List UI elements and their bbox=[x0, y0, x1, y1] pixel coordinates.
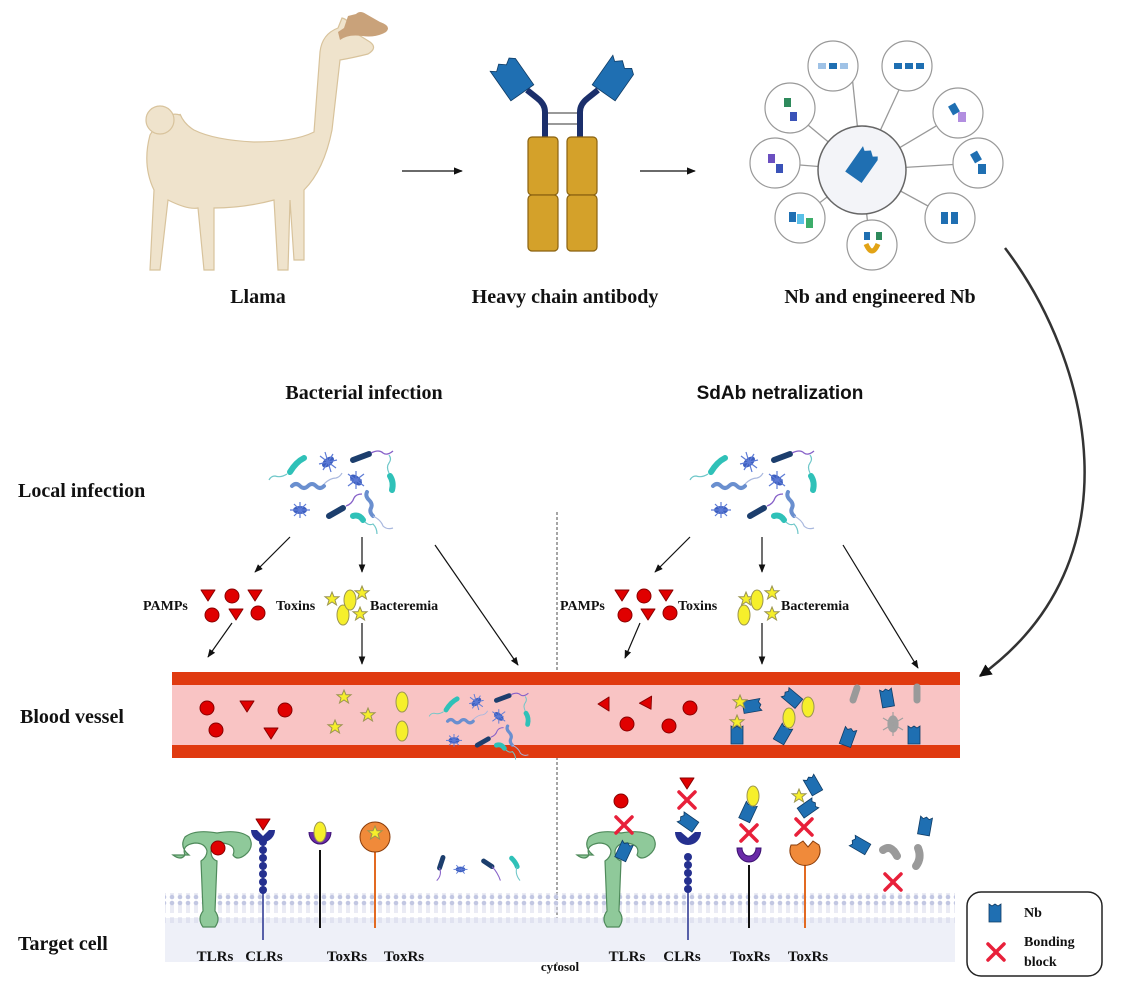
nb-hub-diagram bbox=[749, 40, 1004, 271]
cell-membrane bbox=[165, 893, 955, 923]
receptor-label-toxrs-left-2: ToxRs bbox=[384, 949, 424, 965]
nb-label: Nb and engineered Nb bbox=[784, 286, 975, 308]
toxins-molecules-left bbox=[324, 585, 370, 626]
cytosol-label: cytosol bbox=[541, 959, 580, 974]
nb-format-4 bbox=[952, 137, 1004, 189]
receptor-label-tlrs-left: TLRs bbox=[197, 949, 234, 965]
toxr-receptor-left-2 bbox=[359, 821, 391, 928]
clr-receptor-left bbox=[251, 818, 275, 940]
antibody-label: Heavy chain antibody bbox=[472, 286, 659, 308]
bacteremia-label-left: Bacteremia bbox=[370, 599, 438, 614]
bacterial-infection-title: Bacterial infection bbox=[285, 382, 442, 404]
cytosol-area bbox=[165, 918, 955, 962]
arrows-left-panel bbox=[207, 536, 519, 666]
llama-illustration bbox=[145, 12, 388, 271]
pamps-molecules-left bbox=[200, 588, 266, 623]
heavy-chain-antibody-icon bbox=[489, 54, 634, 252]
toxins-molecules-right bbox=[737, 585, 780, 626]
neutralized-bacteria-membrane-right bbox=[848, 815, 933, 892]
toxr-receptor-right-1 bbox=[736, 785, 762, 928]
target-cell-label: Target cell bbox=[18, 933, 108, 955]
legend-block-label-1: Bonding bbox=[1024, 935, 1075, 950]
receptor-label-toxrs-right-1: ToxRs bbox=[730, 949, 770, 965]
sdab-neutralization-title: SdAb netralization bbox=[697, 383, 864, 404]
toxr-receptor-right-2 bbox=[789, 773, 824, 928]
legend-block-label-2: block bbox=[1024, 955, 1057, 970]
toxins-label-right: Toxins bbox=[678, 599, 718, 614]
clr-receptor-right bbox=[675, 777, 701, 940]
legend-nb-label: Nb bbox=[1024, 906, 1042, 921]
legend bbox=[966, 891, 1103, 977]
llama-label: Llama bbox=[230, 286, 286, 308]
receptor-label-toxrs-right-2: ToxRs bbox=[788, 949, 828, 965]
vessel-neutralized-bacteria-right bbox=[838, 683, 921, 748]
pamps-label-left: PAMPs bbox=[143, 599, 188, 614]
toxins-label-left: Toxins bbox=[276, 599, 316, 614]
bacteria-cluster-left bbox=[269, 451, 393, 534]
nb-format-5 bbox=[924, 192, 976, 244]
receptor-label-clrs-right: CLRs bbox=[663, 949, 701, 965]
pamps-molecules-right bbox=[614, 588, 678, 623]
blood-vessel-label: Blood vessel bbox=[20, 706, 124, 728]
receptor-label-tlrs-right: TLRs bbox=[609, 949, 646, 965]
bacteremia-label-right: Bacteremia bbox=[781, 599, 849, 614]
arrows-right-panel bbox=[624, 536, 919, 669]
pamps-label-right: PAMPs bbox=[560, 599, 605, 614]
legend-nb-icon bbox=[988, 903, 1002, 923]
bacteria-cluster-right bbox=[690, 451, 814, 534]
blood-vessel bbox=[172, 672, 960, 758]
nb-format-9 bbox=[764, 82, 816, 134]
toxr-receptor-left-1 bbox=[308, 821, 332, 928]
nb-format-6 bbox=[846, 219, 898, 271]
receptor-label-toxrs-left-1: ToxRs bbox=[327, 949, 367, 965]
receptor-label-clrs-left: CLRs bbox=[245, 949, 283, 965]
membrane-bacteria-left bbox=[436, 855, 521, 881]
local-infection-label: Local infection bbox=[18, 480, 145, 502]
curved-arrow-nb-to-vessel bbox=[978, 247, 1086, 678]
